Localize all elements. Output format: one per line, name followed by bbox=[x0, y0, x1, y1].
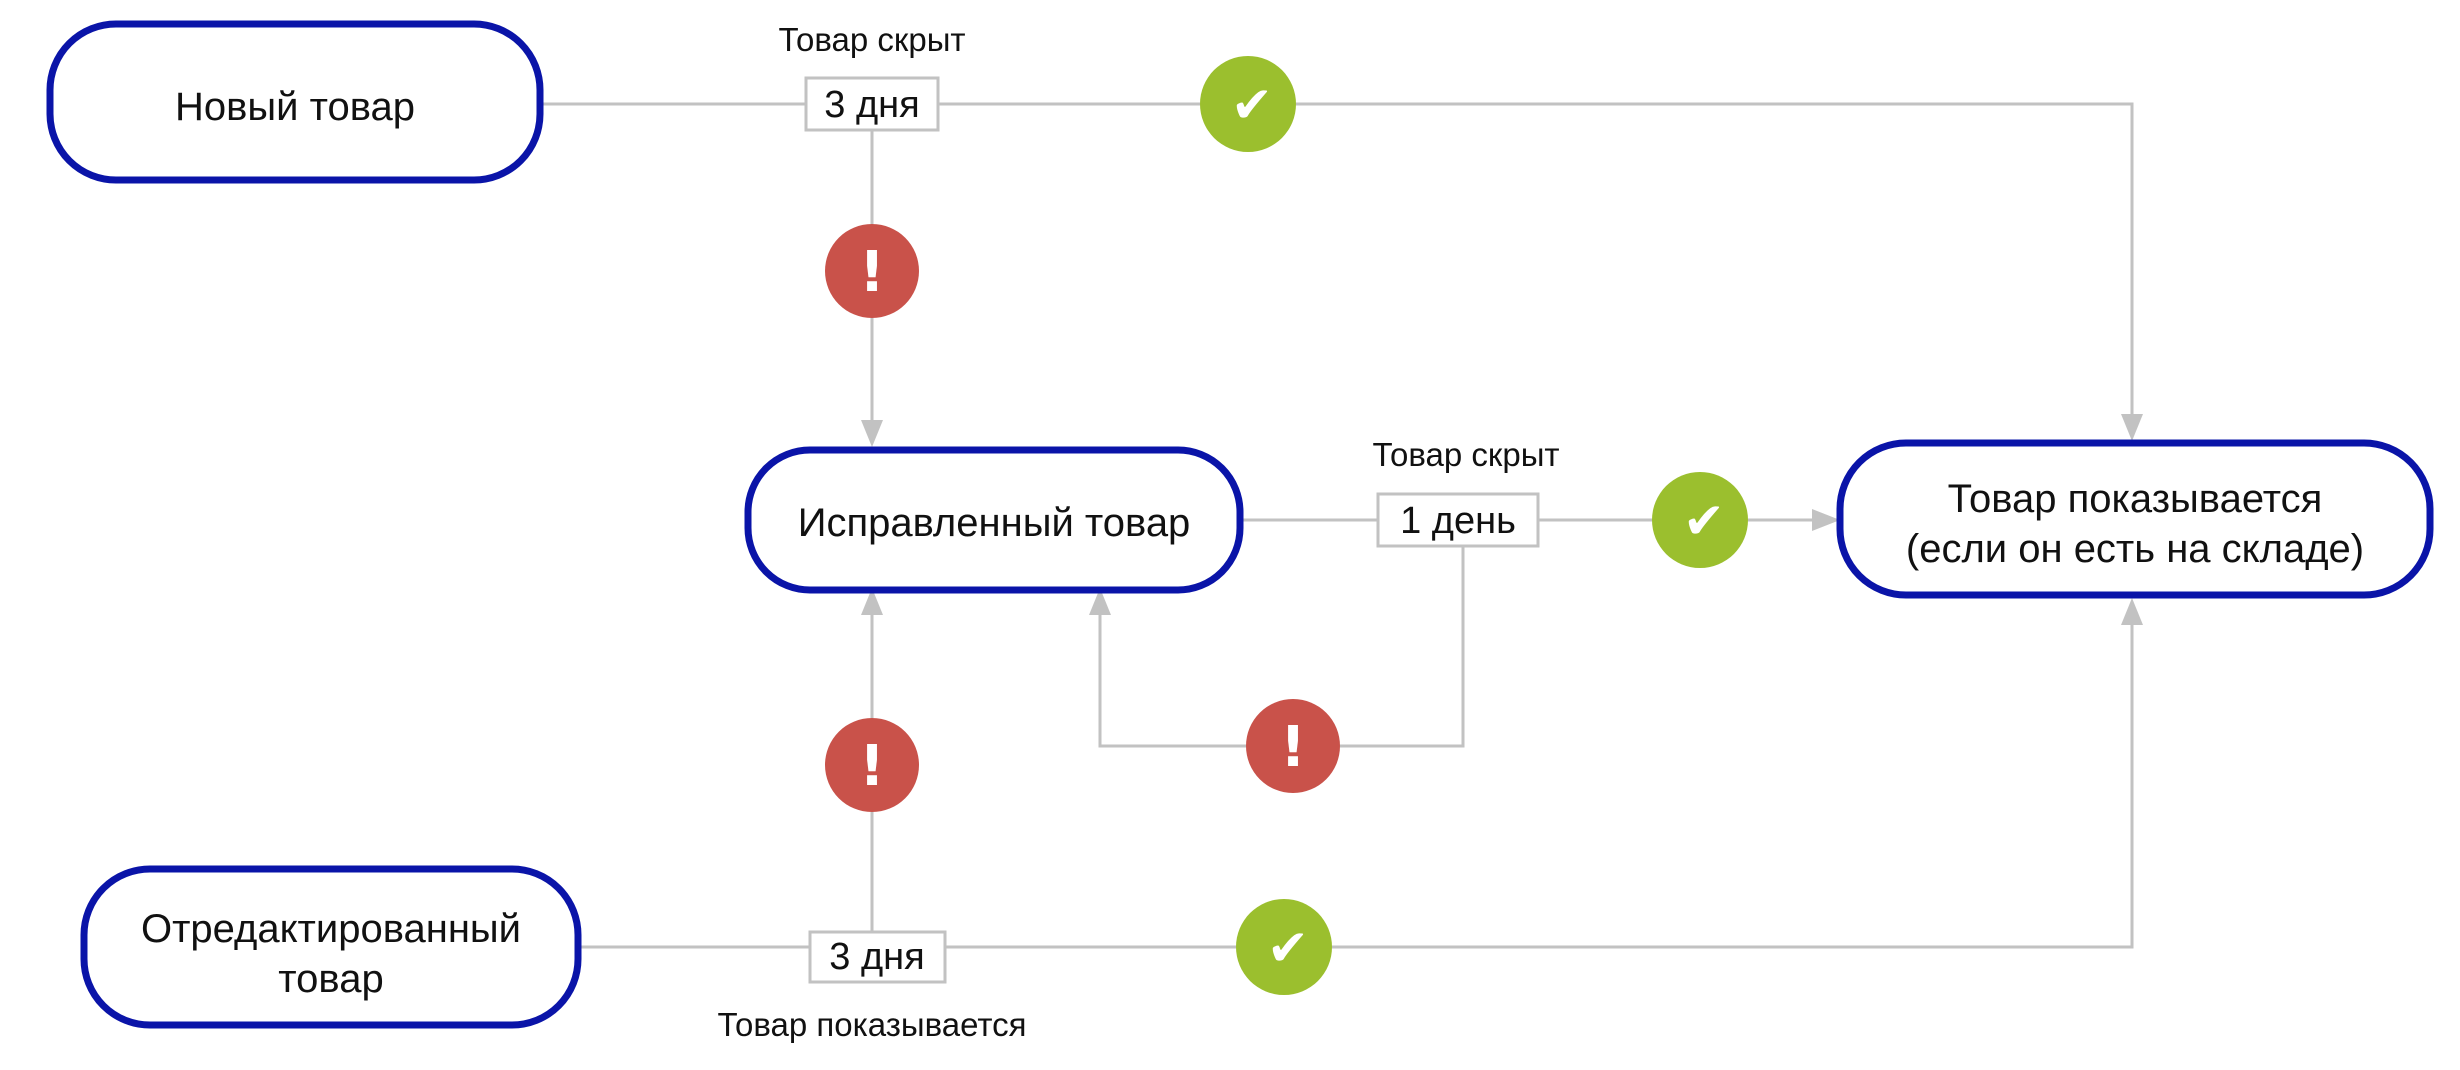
connector-ok-to-shown bbox=[1296, 102, 2134, 420]
arrowhead-to-fixed-top bbox=[861, 420, 883, 447]
svg-text:Товар показывается: Товар показывается bbox=[717, 1006, 1026, 1043]
node-fixed-product-label: Исправленный товар bbox=[798, 501, 1191, 545]
node-new-product-label: Новый товар bbox=[175, 85, 415, 129]
svg-text:3 дня: 3 дня bbox=[829, 936, 924, 978]
svg-text:Товар скрыт: Товар скрыт bbox=[1372, 436, 1559, 473]
note-fixed-product: Товар скрыт bbox=[1372, 436, 1559, 473]
duration-edited-product: 3 дня bbox=[808, 930, 947, 984]
svg-text:✔: ✔ bbox=[1267, 919, 1309, 977]
node-edited-product-label-line-2: товар bbox=[278, 957, 383, 1001]
check-icon: ✔ bbox=[1200, 56, 1296, 152]
connectors bbox=[542, 102, 2143, 949]
svg-text:✔: ✔ bbox=[1683, 492, 1725, 550]
arrowhead-to-shown-bottom bbox=[2121, 598, 2143, 625]
duration-edited-product-label: 3 дня bbox=[829, 936, 924, 978]
arrowhead-to-fixed-bottom-loop bbox=[1089, 588, 1111, 615]
svg-text:товар: товар bbox=[278, 957, 383, 1001]
svg-text:Товар скрыт: Товар скрыт bbox=[778, 21, 965, 58]
note-edited-product: Товар показывается bbox=[717, 1006, 1026, 1043]
check-icon: ✔ bbox=[1652, 472, 1748, 568]
svg-text:1 день: 1 день bbox=[1400, 500, 1516, 542]
duration-fixed-product-label: 1 день bbox=[1400, 500, 1516, 542]
duration-new-product-label: 3 дня bbox=[824, 84, 919, 126]
svg-text:Исправленный товар: Исправленный товар bbox=[798, 501, 1191, 545]
node-new-product: Новый товар bbox=[46, 20, 544, 184]
check-icon: ✔ bbox=[1236, 899, 1332, 995]
duration-fixed-product: 1 день bbox=[1376, 492, 1540, 548]
svg-text:Товар показывается: Товар показывается bbox=[1948, 477, 2323, 521]
node-fixed-product: Исправленный товар bbox=[744, 446, 1244, 594]
note-new-product: Товар скрыт bbox=[778, 21, 965, 58]
node-edited-product-label-line-1: Отредактированный bbox=[141, 907, 521, 951]
svg-text:!: ! bbox=[859, 734, 885, 799]
svg-text:3 дня: 3 дня bbox=[824, 84, 919, 126]
connector-edited-ok-to-shown bbox=[1332, 622, 2134, 949]
duration-new-product: 3 дня bbox=[804, 76, 940, 132]
connector-loop-error-to-fixed bbox=[1098, 612, 1246, 748]
exclamation-icon: ! bbox=[825, 718, 919, 812]
arrowhead-to-fixed-bottom bbox=[861, 588, 883, 615]
arrowhead-to-shown-left bbox=[1812, 509, 1840, 531]
svg-text:Новый товар: Новый товар bbox=[175, 85, 415, 129]
arrowhead-to-shown-top bbox=[2121, 414, 2143, 441]
svg-text:Отредактированный: Отредактированный bbox=[141, 907, 521, 951]
node-product-shown: Товар показывается (если он есть на скла… bbox=[1836, 439, 2434, 599]
connector-duration-to-loop-error bbox=[1340, 545, 1465, 748]
node-product-shown-label-line-2: (если он есть на складе) bbox=[1906, 527, 2364, 571]
exclamation-icon: ! bbox=[1246, 699, 1340, 793]
svg-text:!: ! bbox=[859, 240, 885, 305]
svg-text:!: ! bbox=[1280, 715, 1306, 780]
node-product-shown-label-line-1: Товар показывается bbox=[1948, 477, 2323, 521]
svg-text:(если он есть на складе): (если он есть на складе) bbox=[1906, 527, 2364, 571]
node-edited-product: Отредактированный товар bbox=[80, 865, 582, 1029]
svg-text:✔: ✔ bbox=[1231, 76, 1273, 134]
exclamation-icon: ! bbox=[825, 224, 919, 318]
